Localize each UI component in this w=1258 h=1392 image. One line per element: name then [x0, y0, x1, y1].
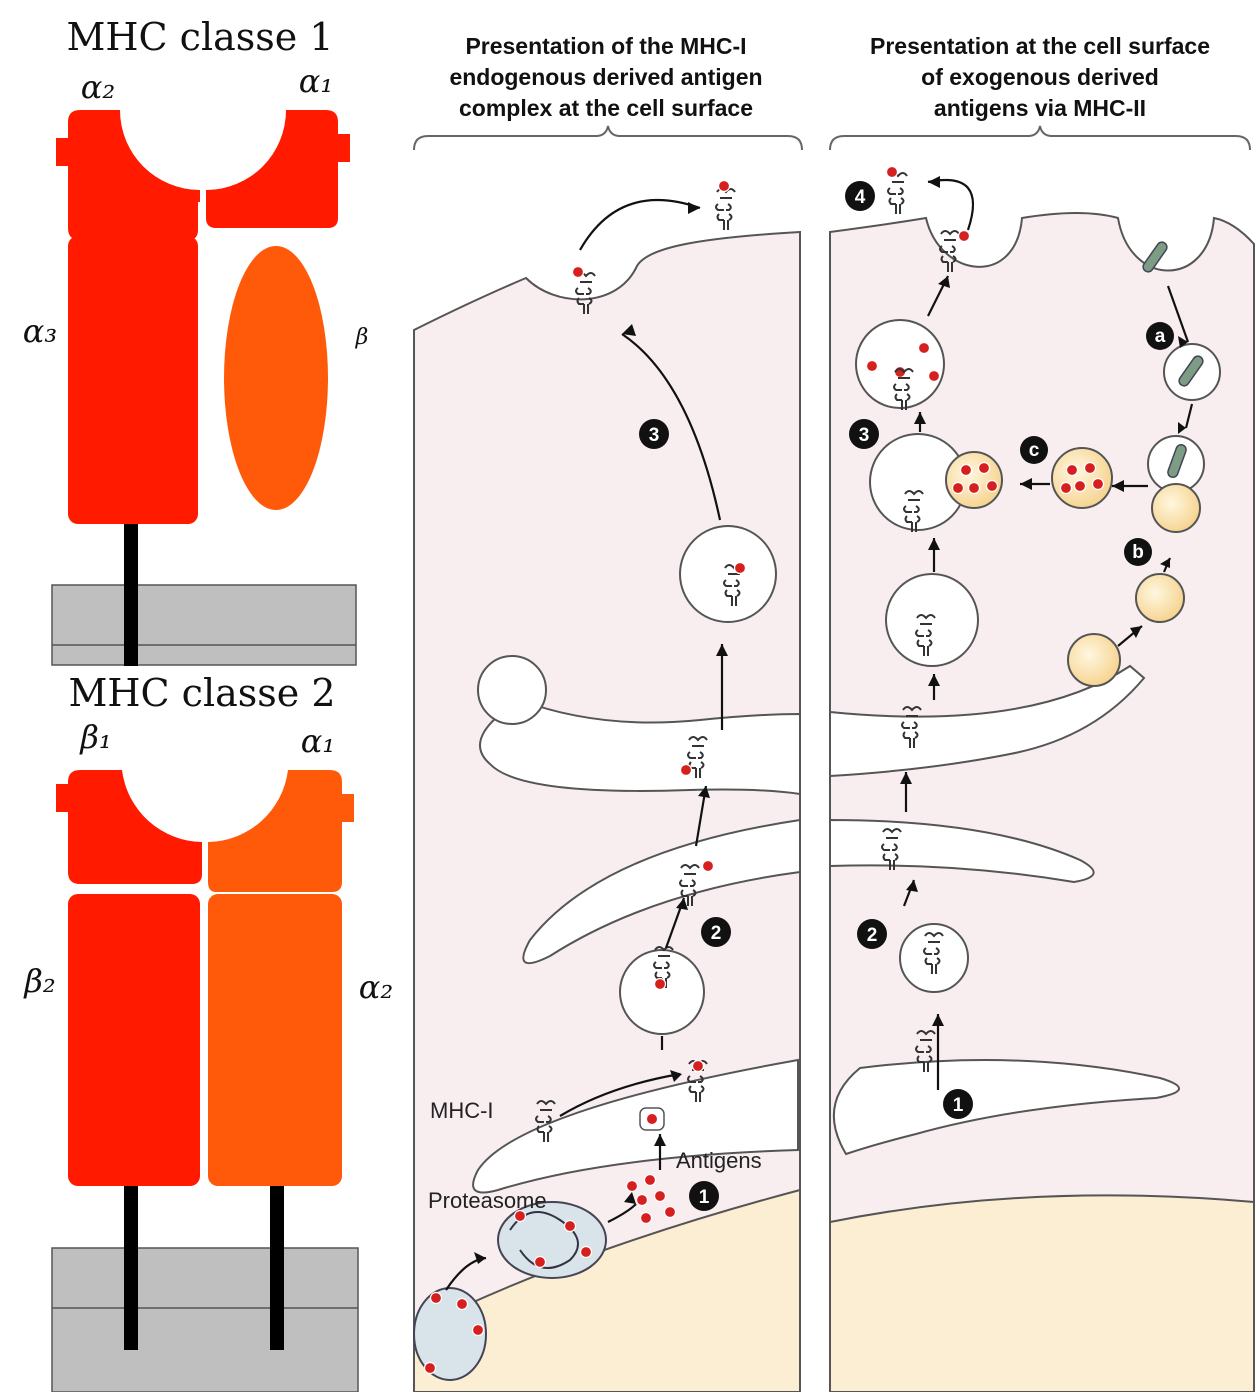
mhc2-step-1: 1: [953, 1095, 964, 1116]
mhc2-title: MHC classe 2: [68, 671, 335, 715]
mhc2-beta1-label: β₁: [79, 718, 111, 756]
mhc1-beta-label: β: [355, 325, 369, 350]
mhc1-alpha3-label: α₃: [23, 312, 57, 350]
mhc1-membrane: [52, 585, 356, 665]
mhc1-title: MHC classe 1: [66, 15, 333, 59]
mhc2-beta-chain-anchor: [124, 1180, 138, 1350]
mhc2-step-4: 4: [855, 187, 866, 208]
mhc1-step-3: 3: [649, 425, 660, 446]
mhc1-label-mhc: MHC-I: [430, 1098, 494, 1123]
mhc2-nucleus: [830, 1195, 1254, 1392]
mhc1-step-2-badge: 2: [701, 917, 731, 947]
mhc2-panel-header-line2: of exogenous derived: [921, 64, 1159, 90]
mhc2-step-b: b: [1132, 542, 1144, 563]
mhc2-transport-vesicle: [1136, 574, 1184, 622]
mhc1-label-proteasome: Proteasome: [428, 1188, 547, 1213]
mhc2-alpha2-label: α₂: [359, 968, 393, 1006]
mhc1-vesicle-lower: [620, 950, 704, 1034]
mhc1-panel-header-line1: Presentation of the MHC-I: [465, 33, 746, 59]
mhc1-alpha1-domain: [206, 110, 350, 228]
mhc1-alpha2-label: α₂: [81, 68, 115, 106]
mhc1-alpha2-domain: [56, 110, 200, 240]
mhc2-vesicle-er-exit: [900, 924, 968, 992]
mhc1-alpha1-label: α₁: [299, 62, 333, 100]
mhc1-proteasome: [498, 1202, 606, 1278]
mhc2-beta1-domain: [56, 770, 202, 884]
mhc2-step-c: c: [1029, 440, 1040, 461]
mhc2-step-b-badge: b: [1124, 538, 1152, 566]
mhc2-panel-header-line1: Presentation at the cell surface: [870, 33, 1210, 59]
mhc1-step-1-badge: 1: [689, 1181, 719, 1211]
mhc2-step-3: 3: [859, 425, 870, 446]
mhc2-alpha1-domain: [208, 770, 354, 892]
mhc2-step-4-badge: 4: [845, 181, 875, 211]
mhc2-step-3-badge: 3: [849, 419, 879, 449]
mhc1-panel-bracket: [414, 126, 802, 150]
mhc2-step-a-badge: a: [1146, 322, 1174, 350]
mhc1-step-1: 1: [699, 1187, 710, 1208]
mhc1-transmembrane-anchor: [124, 520, 138, 666]
mhc2-alpha1-label: α₁: [301, 722, 335, 760]
mhc2-panel-bracket: [830, 126, 1250, 150]
mhc2-lysosome: [946, 452, 1002, 508]
mhc2-pathway-panel: Presentation at the cell surface of exog…: [830, 33, 1254, 1392]
mhc1-beta2-microglobulin: [224, 246, 328, 510]
mhc1-step-3-badge: 3: [639, 419, 669, 449]
mhc2-panel-header-line3: antigens via MHC-II: [934, 95, 1146, 121]
mhc1-panel-header-line3: complex at the cell surface: [459, 95, 753, 121]
mhc2-step-2: 2: [867, 925, 878, 946]
mhc2-step-c-badge: c: [1020, 436, 1048, 464]
mhc2-vesicle-golgi-exit: [886, 574, 978, 666]
mhc1-panel-header-line2: endogenous derived antigen: [449, 64, 762, 90]
mhc1-alpha3-domain: [68, 236, 198, 524]
mhc2-step-1-badge: 1: [943, 1089, 973, 1119]
mhc1-label-antigens: Antigens: [676, 1148, 762, 1173]
mhc1-step-2: 2: [711, 923, 722, 944]
mhc-class2-schematic: MHC classe 2 β₁ α₁ β₂ α₂: [23, 671, 393, 1392]
mhc2-alpha2-domain: [208, 894, 342, 1186]
mhc2-phagolysosome: [1052, 448, 1112, 508]
mhc1-pathway-panel: Presentation of the MHC-I endogenous der…: [414, 33, 802, 1392]
mhc2-beta2-domain: [68, 894, 200, 1186]
mhc2-beta2-label: β₂: [23, 962, 55, 1000]
mhc-class1-schematic: MHC classe 1 α₂ α₁ α₃ β: [23, 15, 369, 666]
mhc2-step-2-badge: 2: [857, 919, 887, 949]
mhc2-step-a: a: [1155, 326, 1166, 347]
mhc2-membrane: [52, 1248, 358, 1392]
mhc2-alpha-chain-anchor: [270, 1180, 284, 1350]
